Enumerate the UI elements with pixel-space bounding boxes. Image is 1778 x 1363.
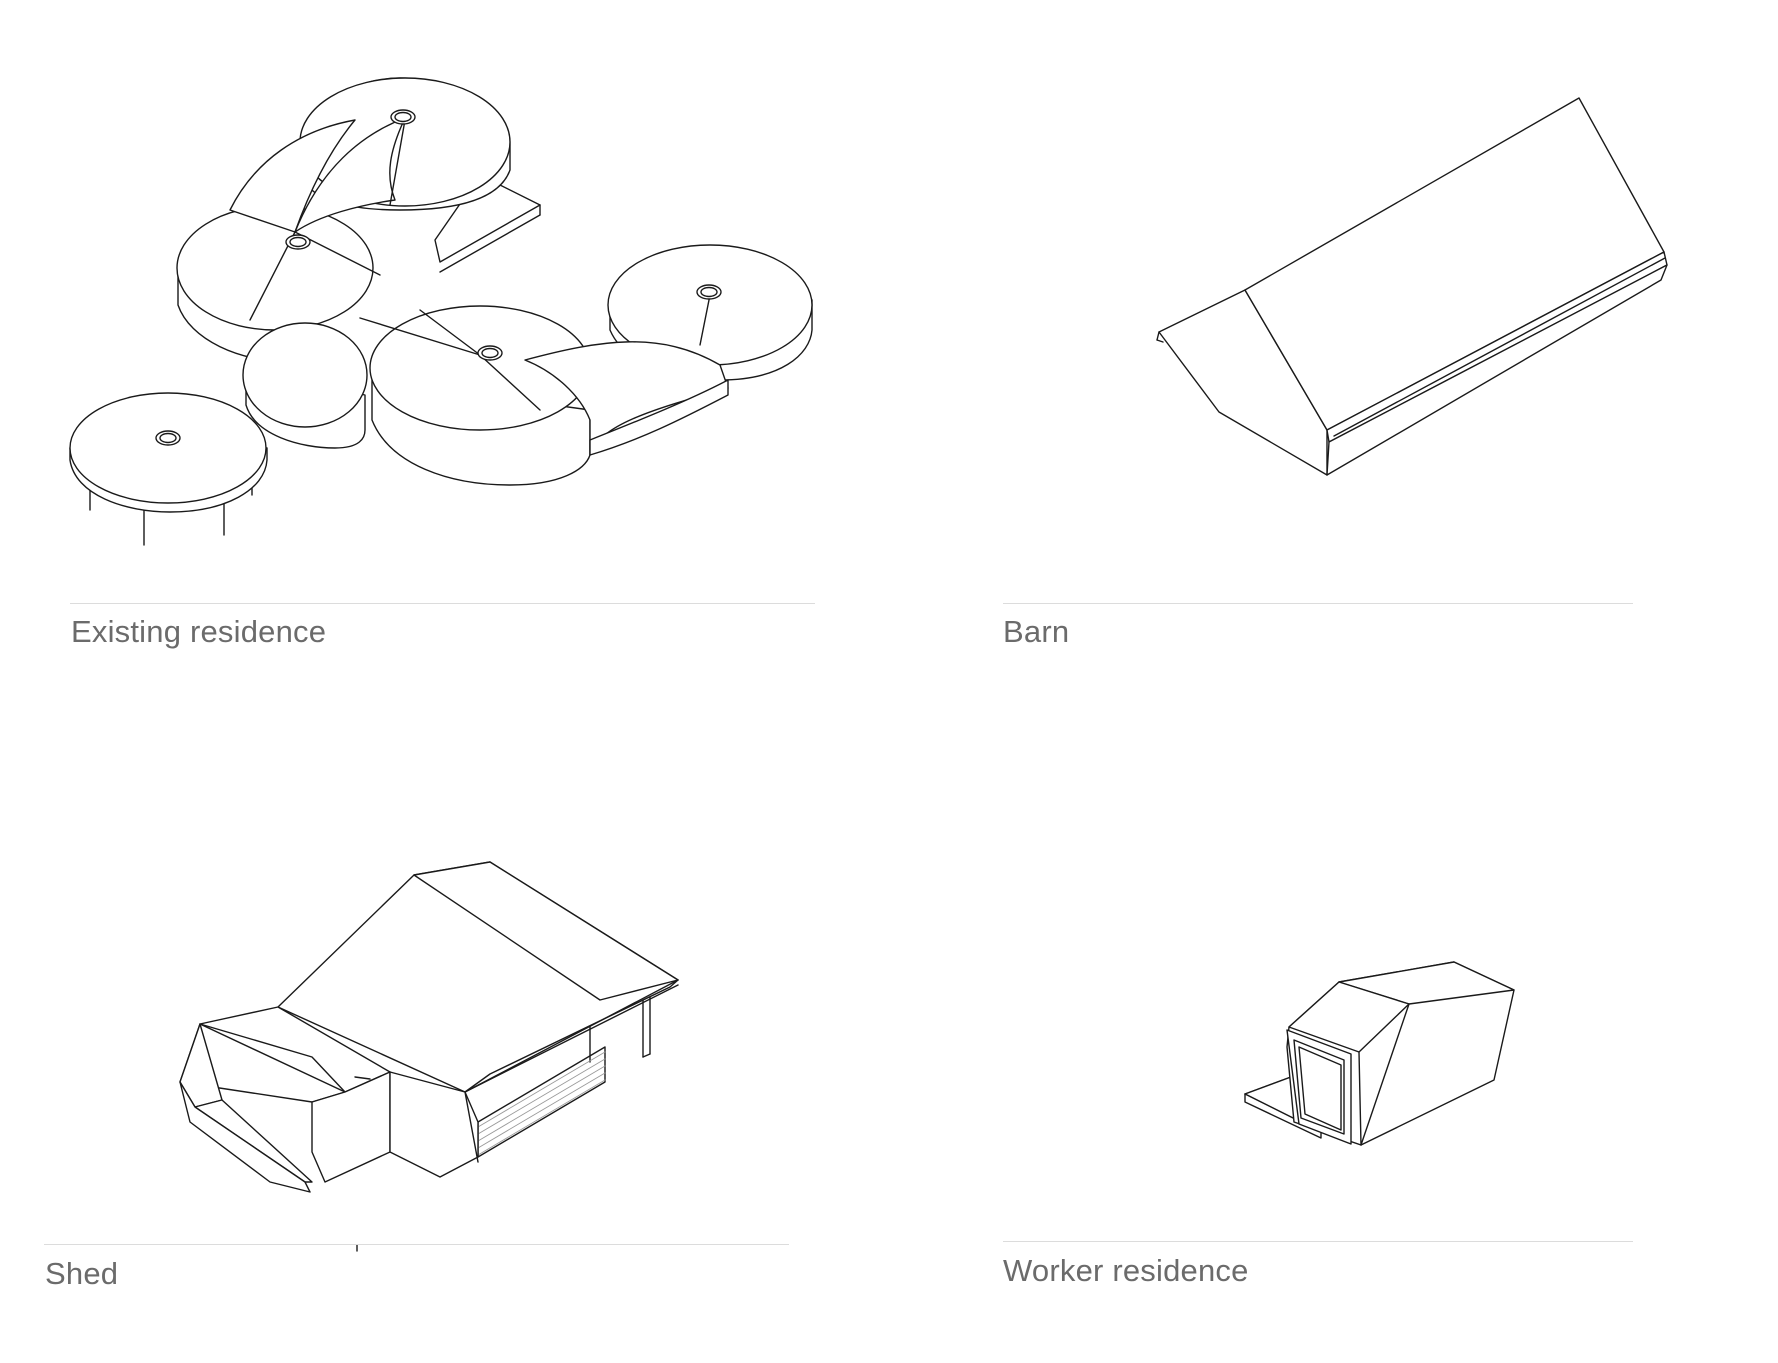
worker-residence-caption: Worker residence <box>1003 1253 1249 1288</box>
panel-worker-residence: Worker residence <box>889 682 1778 1363</box>
worker-residence-drawing <box>1244 961 1515 1146</box>
worker-residence-divider <box>1003 1241 1633 1242</box>
barn-divider <box>1003 603 1633 604</box>
shed-caption: Shed <box>45 1256 119 1291</box>
shed-divider <box>44 1244 789 1245</box>
panel-barn: Barn <box>889 0 1778 682</box>
existing-residence-caption: Existing residence <box>71 614 327 649</box>
panel-shed: Shed <box>0 682 889 1363</box>
panel-existing-residence: Existing residence <box>0 0 889 682</box>
shed-drawing <box>179 861 679 1252</box>
barn-caption: Barn <box>1003 614 1070 649</box>
barn-drawing <box>1156 97 1668 476</box>
existing-residence-drawing <box>69 77 813 546</box>
existing-residence-divider <box>70 603 815 604</box>
